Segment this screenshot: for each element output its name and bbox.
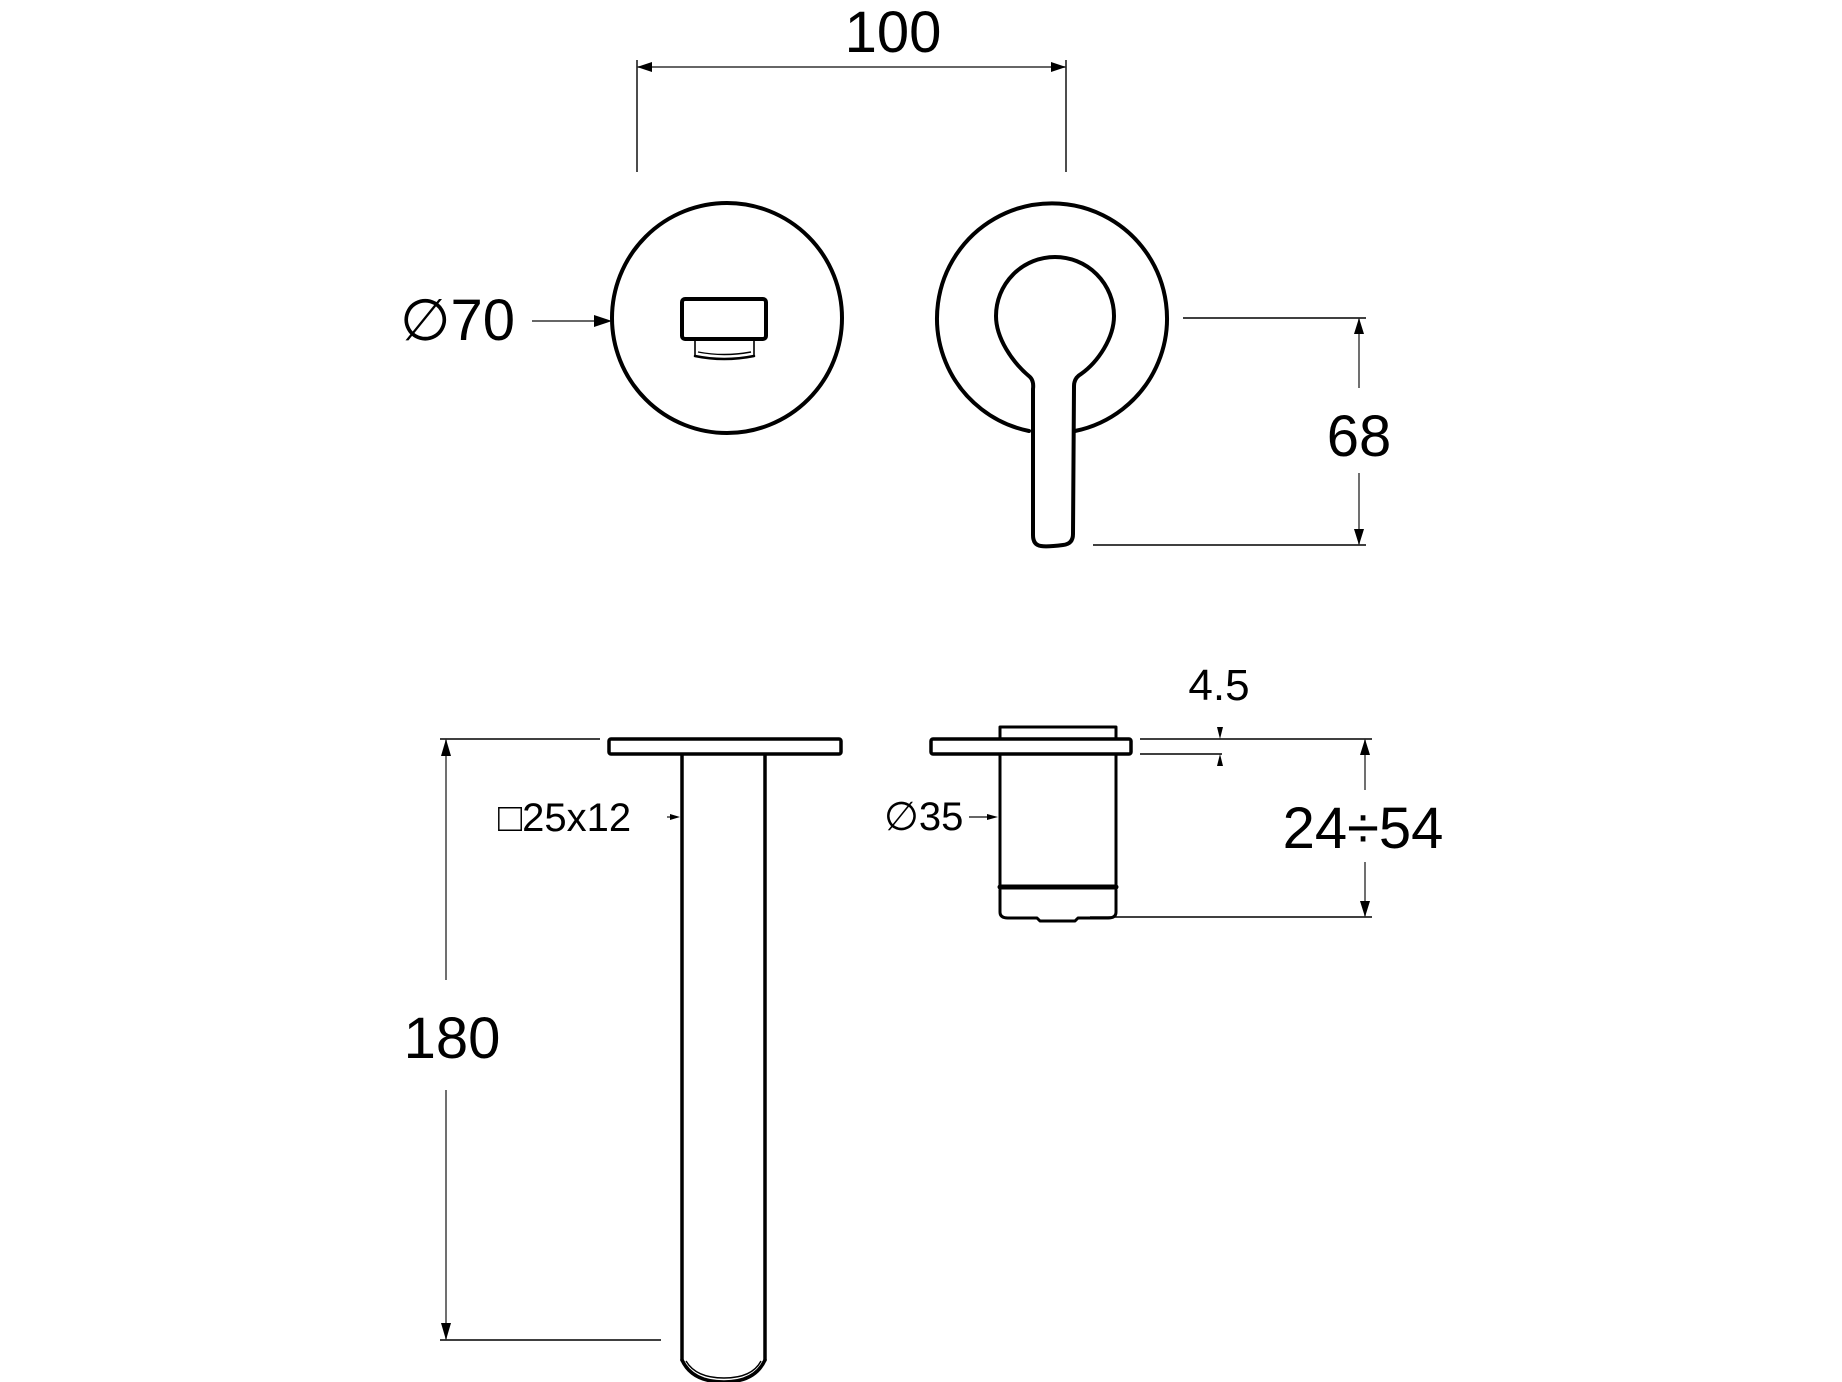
front-view-lever xyxy=(935,201,1169,549)
dimension-text-24-54: 24÷54 xyxy=(1283,796,1444,861)
dimension-text-180: 180 xyxy=(404,1006,501,1071)
dimension-rosette-thickness: 4.5 xyxy=(1140,661,1372,766)
dimension-text-100: 100 xyxy=(845,0,942,65)
side-view-spout xyxy=(607,737,843,1382)
dimension-lever-height: 68 xyxy=(1093,317,1392,546)
dimension-center-distance: 100 xyxy=(636,0,1067,172)
dimension-spout-length: 180 xyxy=(404,738,661,1341)
dimension-spout-section: □25x12 xyxy=(498,796,680,840)
dimension-text-diameter-70: ∅70 xyxy=(400,288,515,353)
dimension-body-diameter: ∅35 xyxy=(884,795,998,839)
dimension-text-diameter-35: ∅35 xyxy=(884,795,963,839)
dimension-text-68: 68 xyxy=(1327,404,1392,469)
front-view-spout xyxy=(610,201,844,435)
side-view-lever xyxy=(929,725,1133,923)
dimension-wall-depth: 24÷54 xyxy=(1090,739,1444,918)
dimension-text-25x12: □25x12 xyxy=(498,796,631,840)
dimension-rosette-diameter: ∅70 xyxy=(400,288,612,353)
dimension-text-4-5: 4.5 xyxy=(1188,661,1249,710)
